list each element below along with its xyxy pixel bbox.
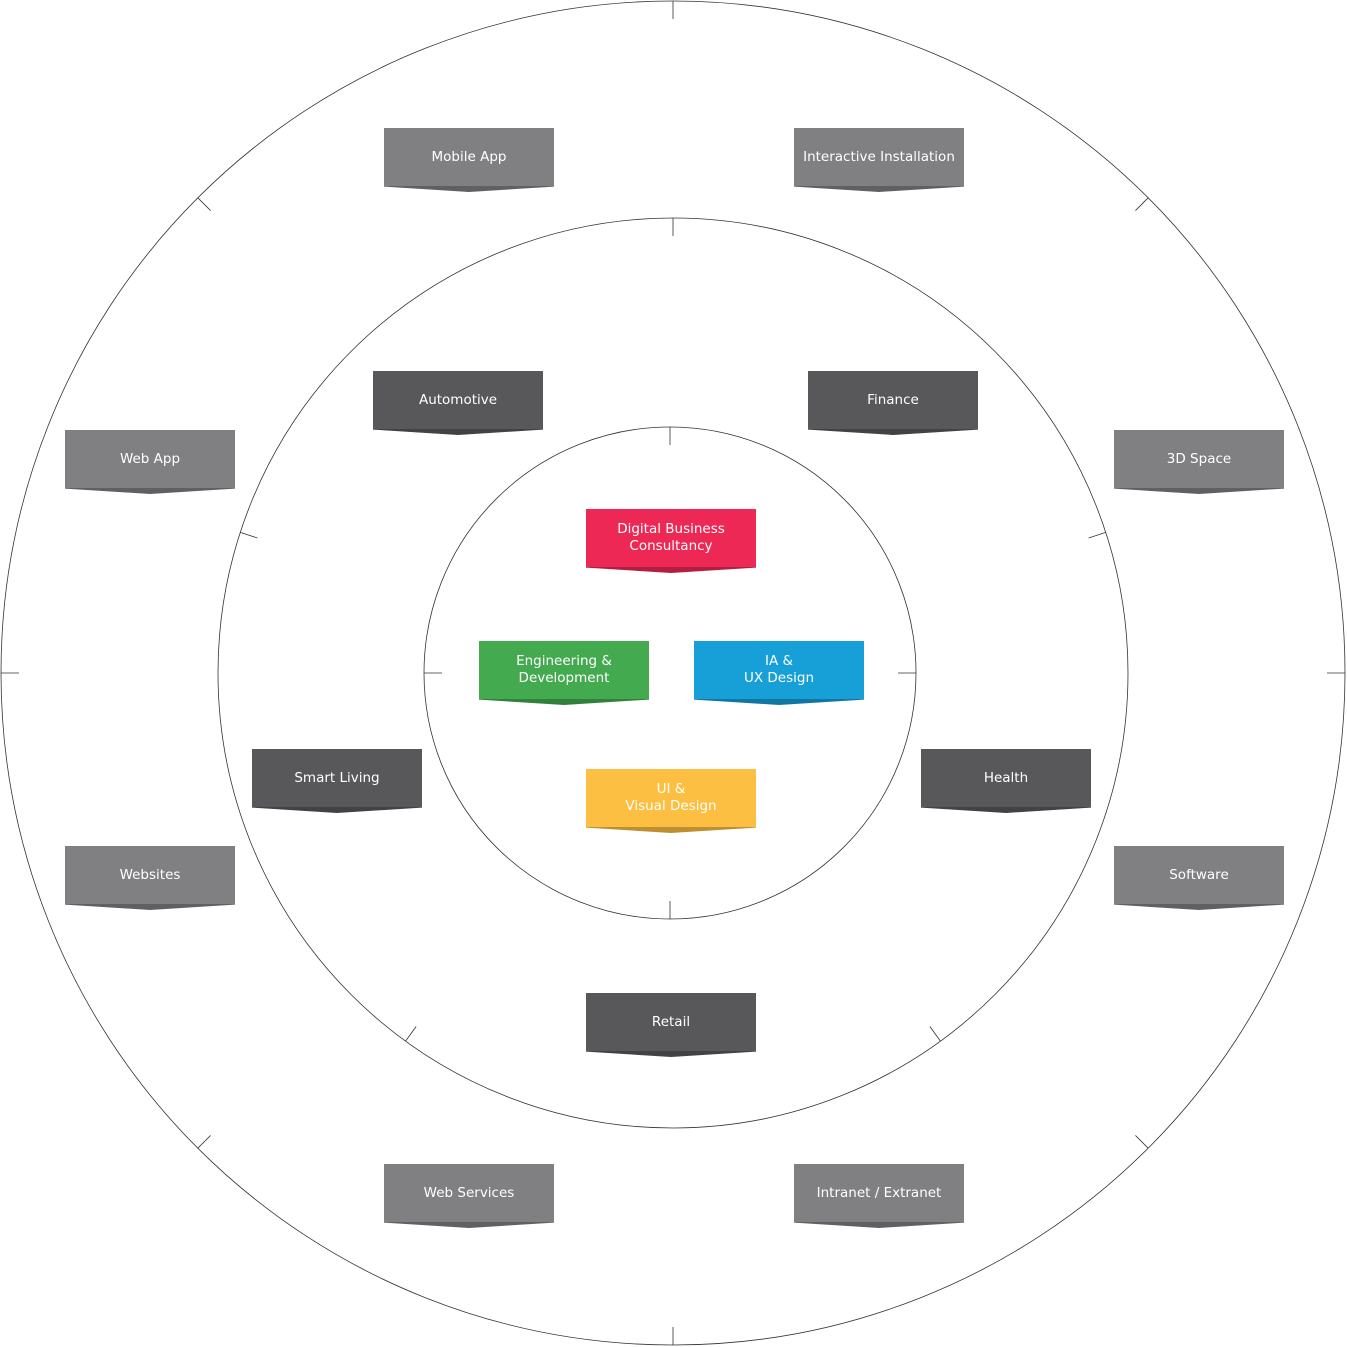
core-consultancy[interactable]: Digital Business Consultancy bbox=[586, 509, 756, 567]
product-web-services[interactable]: Web Services bbox=[384, 1164, 554, 1222]
industry-automotive[interactable]: Automotive bbox=[373, 371, 543, 429]
industry-smart-living[interactable]: Smart Living bbox=[252, 749, 422, 807]
core-ui[interactable]: UI & Visual Design bbox=[586, 769, 756, 827]
industry-retail[interactable]: Retail bbox=[586, 993, 756, 1051]
product-mobile-app[interactable]: Mobile App bbox=[384, 128, 554, 186]
product-intranet-extranet[interactable]: Intranet / Extranet bbox=[794, 1164, 964, 1222]
industry-health[interactable]: Health bbox=[921, 749, 1091, 807]
middle-ring bbox=[217, 217, 1129, 1129]
tick-mark bbox=[240, 532, 258, 539]
product-3d-space[interactable]: 3D Space bbox=[1114, 430, 1284, 488]
industry-finance[interactable]: Finance bbox=[808, 371, 978, 429]
tick-mark bbox=[197, 197, 211, 211]
core-ux[interactable]: IA & UX Design bbox=[694, 641, 864, 699]
tick-mark bbox=[1135, 197, 1149, 211]
tick-mark bbox=[929, 1026, 941, 1042]
tick-mark bbox=[405, 1026, 417, 1042]
product-software[interactable]: Software bbox=[1114, 846, 1284, 904]
product-websites[interactable]: Websites bbox=[65, 846, 235, 904]
product-web-app[interactable]: Web App bbox=[65, 430, 235, 488]
core-engineering[interactable]: Engineering & Development bbox=[479, 641, 649, 699]
product-interactive-installation[interactable]: Interactive Installation bbox=[794, 128, 964, 186]
tick-mark bbox=[1135, 1135, 1149, 1149]
tick-mark bbox=[197, 1135, 211, 1149]
tick-mark bbox=[1088, 532, 1106, 539]
